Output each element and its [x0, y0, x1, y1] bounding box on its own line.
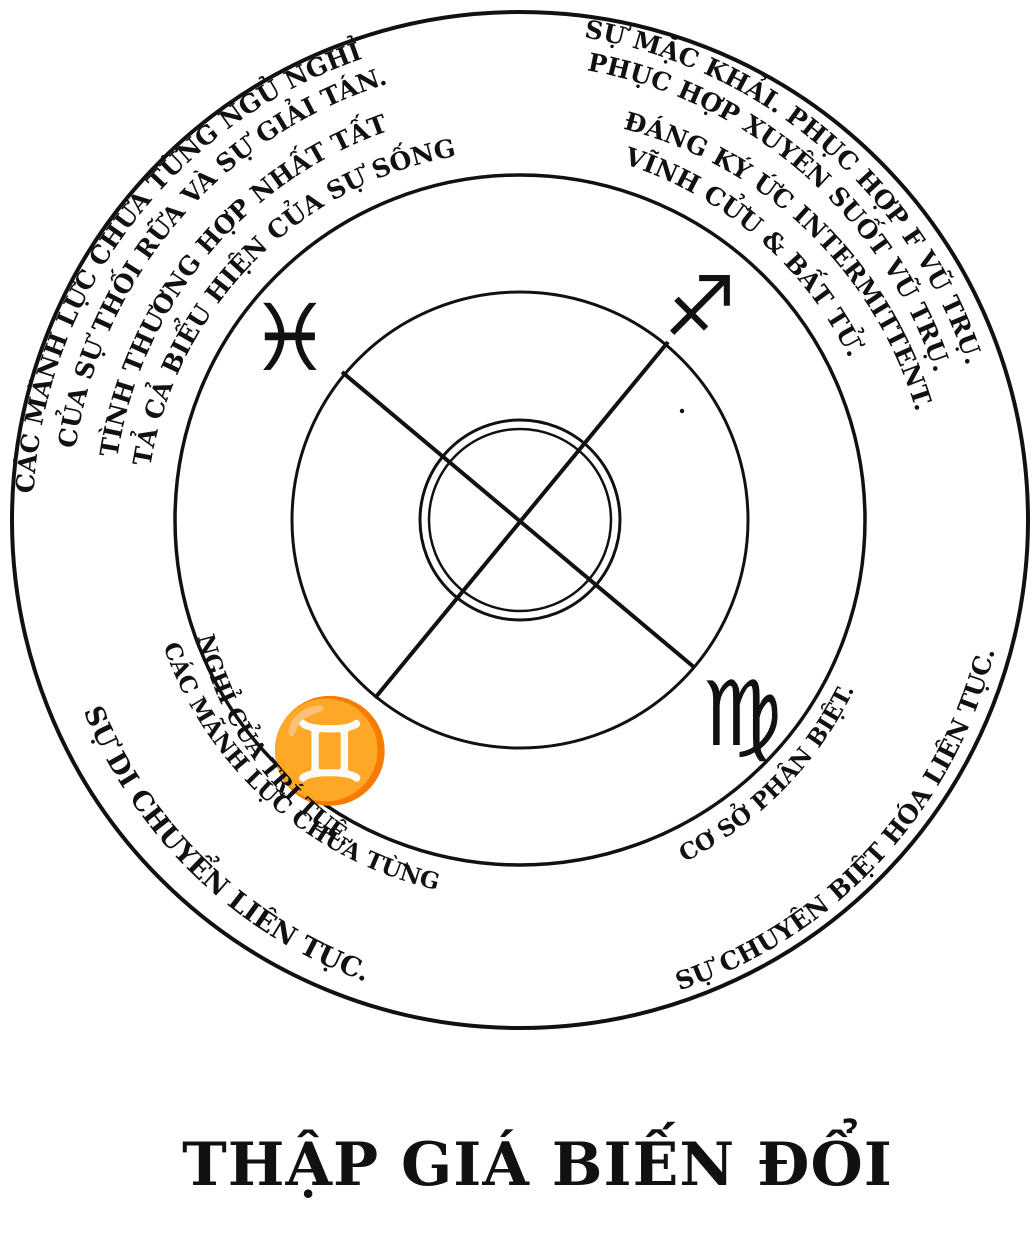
middle-ring: [173, 173, 867, 867]
cross-line-ne-sw: [373, 340, 670, 700]
center-ring-inner: [427, 427, 613, 613]
outer-ring: [10, 10, 1030, 1030]
gemini-icon: ♊: [268, 691, 393, 809]
sagittarius-icon: ♐: [663, 260, 737, 355]
virgo-icon: ♍: [702, 662, 783, 767]
inner-ring: [290, 290, 750, 750]
mutable-cross-diagram: ♓ ♐ ♊ ♍ CÁC MÃNH LỰC CHƯA TỪNG NGỦ NGHỈ …: [0, 0, 1030, 1030]
center-ring-outer: [418, 418, 622, 622]
cross-line-nw-se: [340, 370, 697, 670]
dot-mark: [679, 408, 685, 414]
diagram-caption: THẬP GIÁ BIẾN ĐỔI: [182, 1130, 893, 1200]
pisces-icon: ♓: [249, 285, 331, 392]
